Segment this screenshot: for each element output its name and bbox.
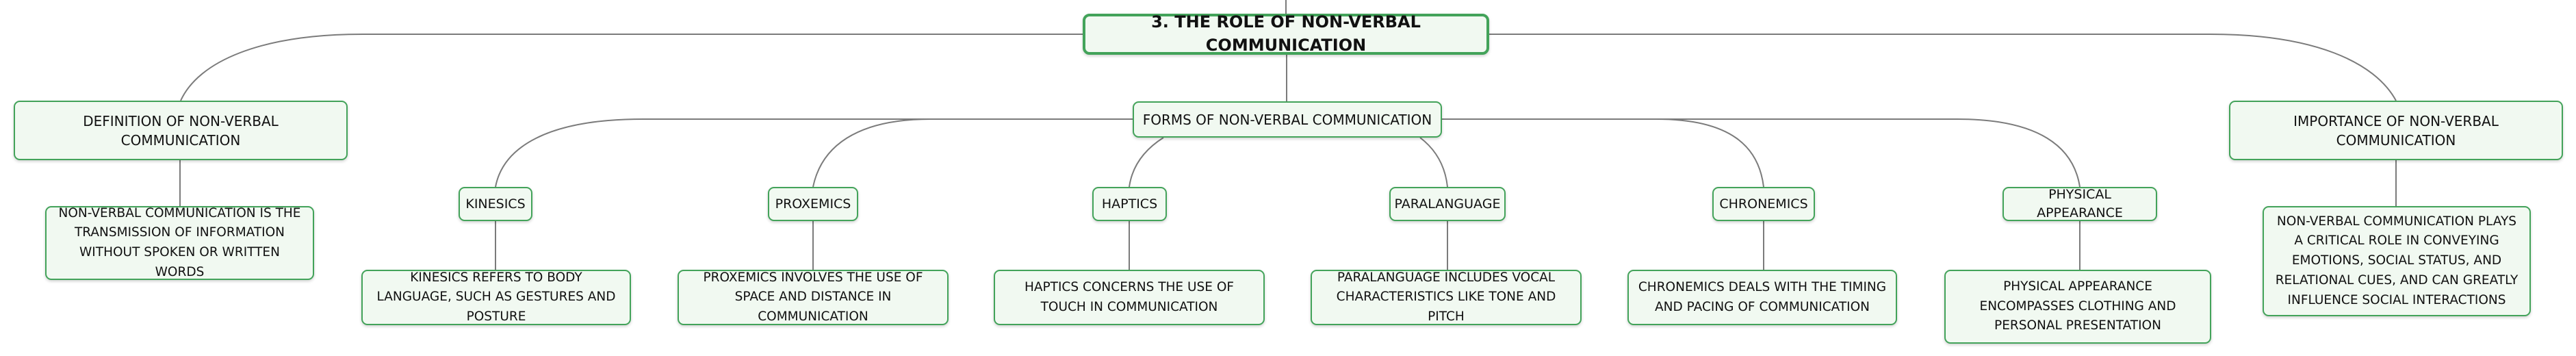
proxemics-node[interactable]: PROXEMICS (768, 187, 858, 221)
forms-node[interactable]: FORMS OF NON-VERBAL COMMUNICATION (1133, 101, 1442, 138)
proxemics-label: PROXEMICS (775, 196, 851, 212)
haptics-detail-node[interactable]: HAPTICS CONCERNS THE USE OF TOUCH IN COM… (994, 270, 1265, 325)
importance-node[interactable]: IMPORTANCE OF NON-VERBAL COMMUNICATION (2229, 101, 2563, 160)
connector-forms-proxemics (812, 118, 1133, 188)
chronemics-node[interactable]: CHRONEMICS (1712, 187, 1815, 221)
physical-appearance-detail-text: PHYSICAL APPEARANCE ENCOMPASSES CLOTHING… (1979, 279, 2176, 333)
root-label: 3. THE ROLE OF NON-VERBAL COMMUNICATION (1151, 12, 1421, 55)
forms-label: FORMS OF NON-VERBAL COMMUNICATION (1142, 111, 1432, 128)
paralanguage-detail-node[interactable]: PARALANGUAGE INCLUDES VOCAL CHARACTERIST… (1311, 270, 1582, 325)
physical-appearance-detail-node[interactable]: PHYSICAL APPEARANCE ENCOMPASSES CLOTHING… (1944, 270, 2211, 344)
importance-detail-node[interactable]: NON-VERBAL COMMUNICATION PLAYS A CRITICA… (2263, 206, 2531, 316)
chronemics-detail-text: CHRONEMICS DEALS WITH THE TIMING AND PAC… (1638, 279, 1887, 314)
connector-root-definition (180, 34, 1083, 101)
connector-forms-kinesics (495, 118, 1133, 188)
root-node[interactable]: 3. THE ROLE OF NON-VERBAL COMMUNICATION (1083, 12, 1489, 55)
kinesics-node[interactable]: KINESICS (459, 187, 532, 221)
connector-forms-physical (1442, 118, 2081, 188)
connector-forms-paralanguage (1419, 137, 1448, 188)
kinesics-label: KINESICS (465, 196, 526, 212)
importance-detail-text: NON-VERBAL COMMUNICATION PLAYS A CRITICA… (2275, 214, 2519, 307)
kinesics-detail-node[interactable]: KINESICS REFERS TO BODY LANGUAGE, SUCH A… (361, 270, 631, 325)
connector-forms-haptics (1129, 137, 1164, 188)
haptics-detail-text: HAPTICS CONCERNS THE USE OF TOUCH IN COM… (1024, 279, 1235, 314)
physical-appearance-node[interactable]: PHYSICAL APPEARANCE (2002, 187, 2157, 221)
definition-label: DEFINITION OF NON-VERBAL COMMUNICATION (83, 112, 279, 149)
proxemics-detail-node[interactable]: PROXEMICS INVOLVES THE USE OF SPACE AND … (678, 270, 949, 325)
importance-label: IMPORTANCE OF NON-VERBAL COMMUNICATION (2293, 112, 2499, 149)
connector-forms-chronemics (1442, 118, 1764, 188)
paralanguage-detail-text: PARALANGUAGE INCLUDES VOCAL CHARACTERIST… (1336, 270, 1556, 324)
chronemics-detail-node[interactable]: CHRONEMICS DEALS WITH THE TIMING AND PAC… (1627, 270, 1897, 325)
definition-detail-text: NON-VERBAL COMMUNICATION IS THE TRANSMIS… (58, 205, 301, 279)
connector-root-importance (1489, 34, 2397, 101)
haptics-label: HAPTICS (1101, 196, 1158, 212)
kinesics-detail-text: KINESICS REFERS TO BODY LANGUAGE, SUCH A… (376, 270, 616, 324)
definition-node[interactable]: DEFINITION OF NON-VERBAL COMMUNICATION (14, 101, 348, 160)
paralanguage-label: PARALANGUAGE (1394, 196, 1501, 212)
physical-appearance-label: PHYSICAL APPEARANCE (2037, 187, 2123, 220)
paralanguage-node[interactable]: PARALANGUAGE (1389, 187, 1506, 221)
chronemics-label: CHRONEMICS (1719, 196, 1808, 212)
proxemics-detail-text: PROXEMICS INVOLVES THE USE OF SPACE AND … (703, 270, 923, 324)
haptics-node[interactable]: HAPTICS (1092, 187, 1167, 221)
definition-detail-node[interactable]: NON-VERBAL COMMUNICATION IS THE TRANSMIS… (45, 206, 314, 280)
